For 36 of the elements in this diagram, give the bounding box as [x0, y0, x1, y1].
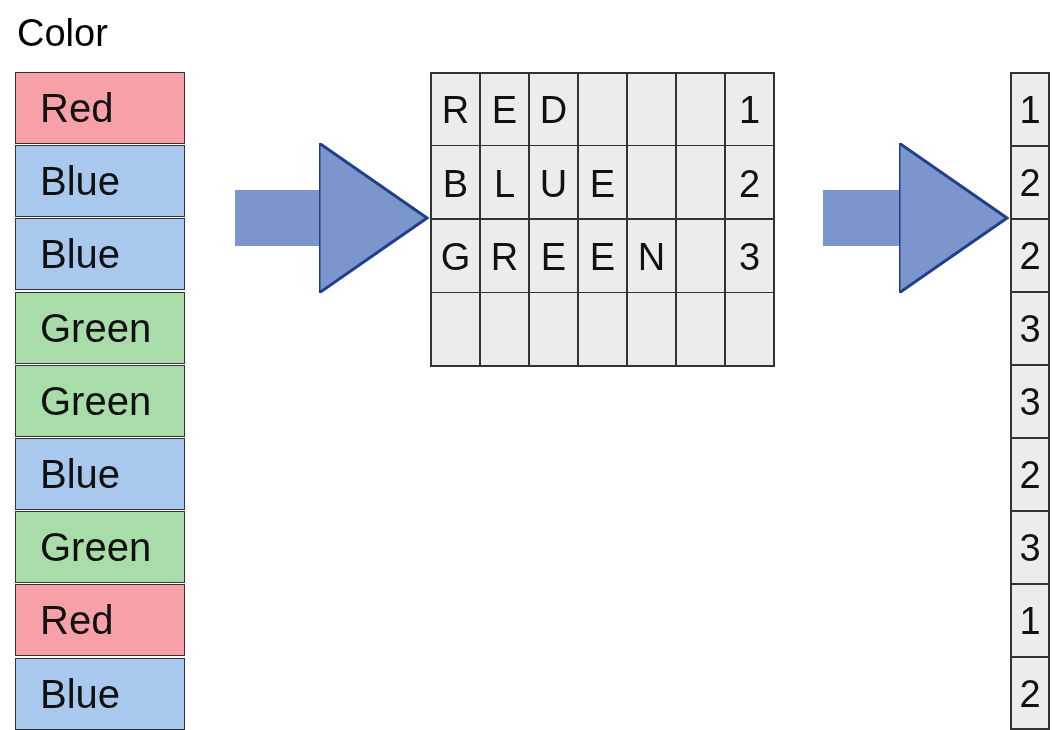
grid-letter: E [588, 235, 617, 280]
color-cell: Green [15, 291, 185, 364]
grid-letter: 2 [737, 161, 762, 207]
code-number: 3 [1018, 526, 1042, 571]
color-cell: Green [15, 364, 185, 437]
dictionary-grid [430, 72, 775, 367]
code-number: 2 [1018, 234, 1042, 279]
grid-letter: R [489, 235, 520, 280]
grid-letter: 3 [737, 235, 762, 280]
grid-letter: G [439, 235, 472, 280]
code-number: 3 [1018, 380, 1042, 425]
code-number: 1 [1018, 599, 1042, 644]
color-cell: Red [15, 584, 185, 657]
code-number: 2 [1018, 161, 1042, 206]
grid-letter: E [539, 235, 568, 280]
color-cell: Blue [15, 218, 185, 291]
column-heading: Color [17, 11, 108, 56]
color-cell: Red [15, 72, 185, 144]
color-cell: Green [15, 511, 185, 584]
color-cell: Blue [15, 145, 185, 218]
code-number: 1 [1018, 88, 1042, 133]
grid-letter: D [538, 88, 569, 133]
grid-letter: B [441, 161, 470, 207]
grid-letter: R [440, 88, 471, 133]
code-column [1010, 72, 1050, 730]
code-number: 2 [1018, 672, 1042, 717]
grid-letter: E [490, 88, 519, 133]
grid-letter: U [538, 161, 569, 207]
color-cell: Blue [15, 657, 185, 730]
color-cell: Blue [15, 438, 185, 510]
grid-letter: 1 [737, 88, 762, 133]
grid-letter: L [492, 161, 517, 207]
code-number: 2 [1018, 453, 1042, 498]
grid-letter: N [636, 235, 667, 280]
grid-letter: E [588, 161, 617, 207]
code-number: 3 [1018, 307, 1042, 352]
